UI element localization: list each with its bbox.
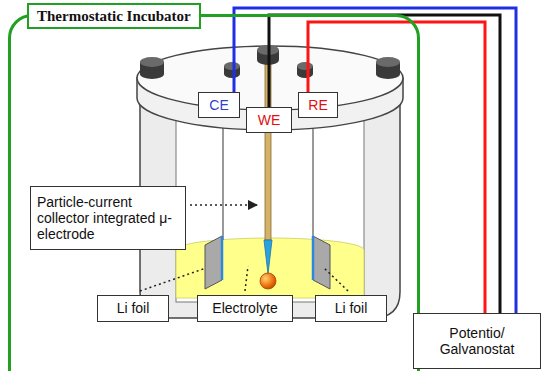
connection-wire [269, 15, 500, 313]
annotation-box: Li foil [97, 295, 169, 322]
leader-arrow [190, 204, 257, 206]
terminal-post [297, 70, 313, 78]
terminal-post [224, 70, 240, 78]
annotation-box: Li foil [315, 295, 387, 322]
leader-line [324, 268, 348, 291]
instrument-box: Potentio/ Galvanostat [413, 313, 541, 369]
lid-knob [140, 69, 164, 79]
lid-knob [376, 69, 400, 79]
foil-edge [221, 236, 224, 280]
title-tab: Thermostatic Incubator [27, 3, 201, 29]
lid-knob [140, 57, 164, 67]
incubator-enclosure: Thermostatic IncubatorCEREWEParticle-cur… [8, 14, 420, 371]
li-foil-plate [313, 236, 330, 289]
box-label: Li foil [102, 300, 164, 316]
box-label: Electrolyte [202, 300, 288, 316]
leader-line [140, 268, 206, 291]
foil-edge [312, 236, 315, 280]
active-particle [260, 273, 276, 289]
connection-wire [234, 8, 516, 313]
terminal-label: RE [298, 92, 338, 118]
lid-knob [376, 57, 400, 67]
box-label: WE [251, 112, 287, 128]
micro-electrode-tip [264, 240, 272, 274]
terminal-post [224, 62, 240, 70]
electrode-rod [222, 118, 224, 240]
terminal-post [297, 62, 313, 70]
annotation-box: Particle-current collector integrated μ-… [30, 186, 186, 250]
box-label: Li foil [320, 300, 382, 316]
li-foil-plate [205, 236, 222, 289]
annotation-box: Electrolyte [197, 295, 293, 322]
electrolyte-liquid [176, 238, 364, 298]
electrode-rod [312, 118, 314, 240]
box-label: RE [303, 97, 333, 113]
leader-line [245, 266, 248, 291]
box-label: Particle-current collector integrated μ-… [37, 194, 179, 242]
terminal-label: CE [198, 92, 240, 118]
box-label: CE [203, 97, 235, 113]
box-label: Potentio/ Galvanostat [420, 325, 534, 357]
enclosure-title: Thermostatic Incubator [37, 8, 191, 24]
terminal-label: WE [246, 107, 292, 133]
connection-wire [308, 22, 485, 313]
